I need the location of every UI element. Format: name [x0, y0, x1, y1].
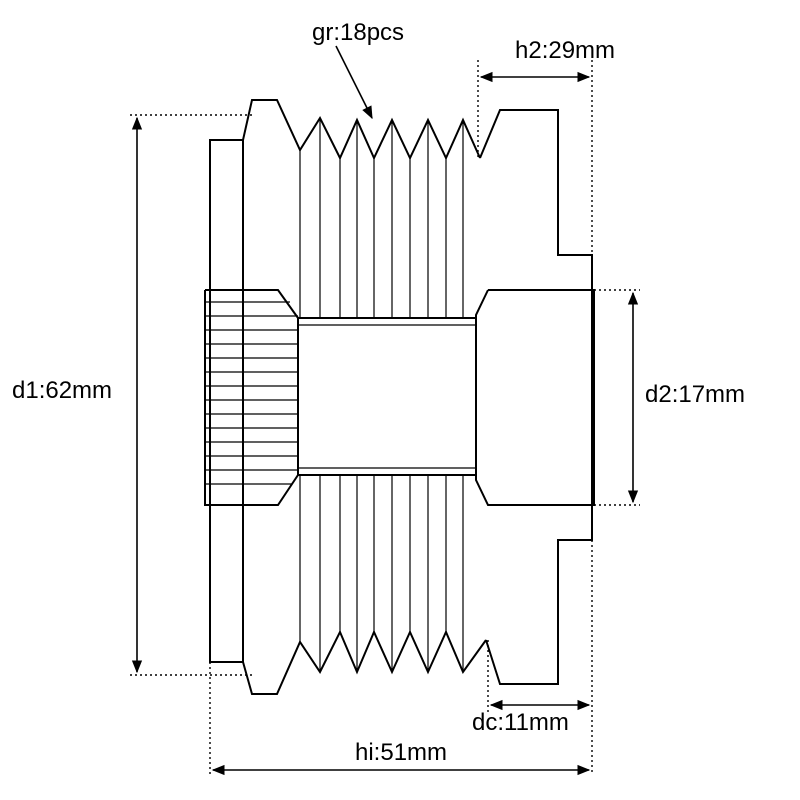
h2-label: h2:29mm	[515, 37, 615, 64]
top-groove-profile	[242, 99, 481, 161]
pulley-drawing	[204, 99, 595, 695]
right-hub-profile	[479, 109, 593, 685]
hi-label: hi:51mm	[355, 739, 447, 766]
groove-lines-top	[299, 118, 464, 318]
dc-label: dc:11mm	[472, 709, 569, 736]
central-bore	[297, 317, 477, 476]
spline-lines	[205, 301, 298, 485]
d2-label: d2:17mm	[645, 381, 745, 408]
left-flange	[209, 139, 244, 663]
d1-label: d1:62mm	[12, 377, 112, 404]
grooves-label: gr:18pcs	[312, 19, 404, 46]
groove-lines-bottom	[299, 475, 464, 672]
grooves-leader-arrow	[335, 45, 373, 120]
dimension-lines	[130, 45, 640, 776]
hub-bore	[475, 289, 595, 506]
splined-bore	[204, 289, 299, 506]
bottom-groove-profile	[242, 629, 487, 695]
